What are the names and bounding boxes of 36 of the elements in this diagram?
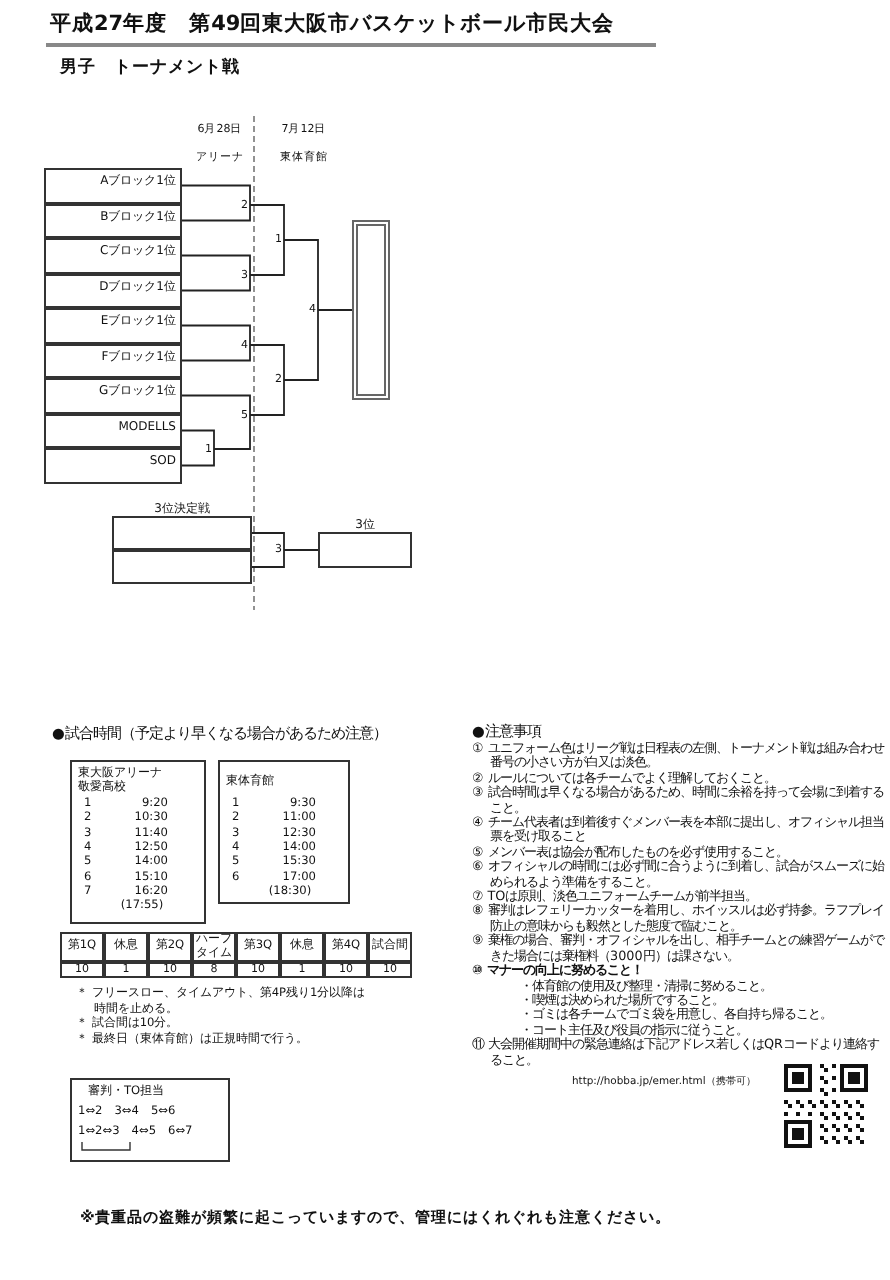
- bracket-line: [181, 429, 215, 450]
- bracket-slot: [44, 203, 182, 238]
- bracket-line: [317, 309, 353, 311]
- bracket-line: [181, 184, 251, 206]
- bracket-slot: [44, 378, 182, 413]
- bracket-slot: [44, 238, 182, 273]
- bracket-line: [181, 324, 251, 346]
- bracket-line: [251, 532, 285, 551]
- bracket-line: [181, 274, 251, 292]
- page-title: 平成27年度 第49回東大阪市バスケットボール市民大会: [50, 12, 615, 38]
- subtitle: 男子 トーナメント戦: [60, 56, 240, 80]
- bracket-slot: [112, 550, 252, 584]
- bracket-line: [283, 239, 319, 311]
- bracket-line: [181, 394, 251, 416]
- referee-box: [70, 1078, 230, 1162]
- bracket-slot: [44, 308, 182, 343]
- bracket-line: [251, 549, 285, 568]
- bracket-line: [181, 204, 251, 222]
- bracket-slot: [44, 343, 182, 378]
- bracket-line: [249, 344, 285, 381]
- bracket-line: [181, 254, 251, 276]
- bracket-slot: [44, 413, 182, 448]
- bracket-slot: [44, 273, 182, 308]
- schedule-box: [70, 760, 206, 924]
- bracket-line: [181, 448, 215, 467]
- bracket-line: [249, 204, 285, 241]
- bracket-line: [283, 549, 319, 551]
- schedule-box: [218, 760, 350, 904]
- bracket-line: [181, 344, 251, 362]
- winner-box: [352, 220, 390, 400]
- bracket-line: [249, 379, 285, 416]
- bracket-line: [213, 414, 251, 450]
- bracket-line: [249, 239, 285, 276]
- bracket-slot: [44, 448, 182, 483]
- bracket-line: [283, 309, 319, 381]
- bracket-slot: [44, 168, 182, 203]
